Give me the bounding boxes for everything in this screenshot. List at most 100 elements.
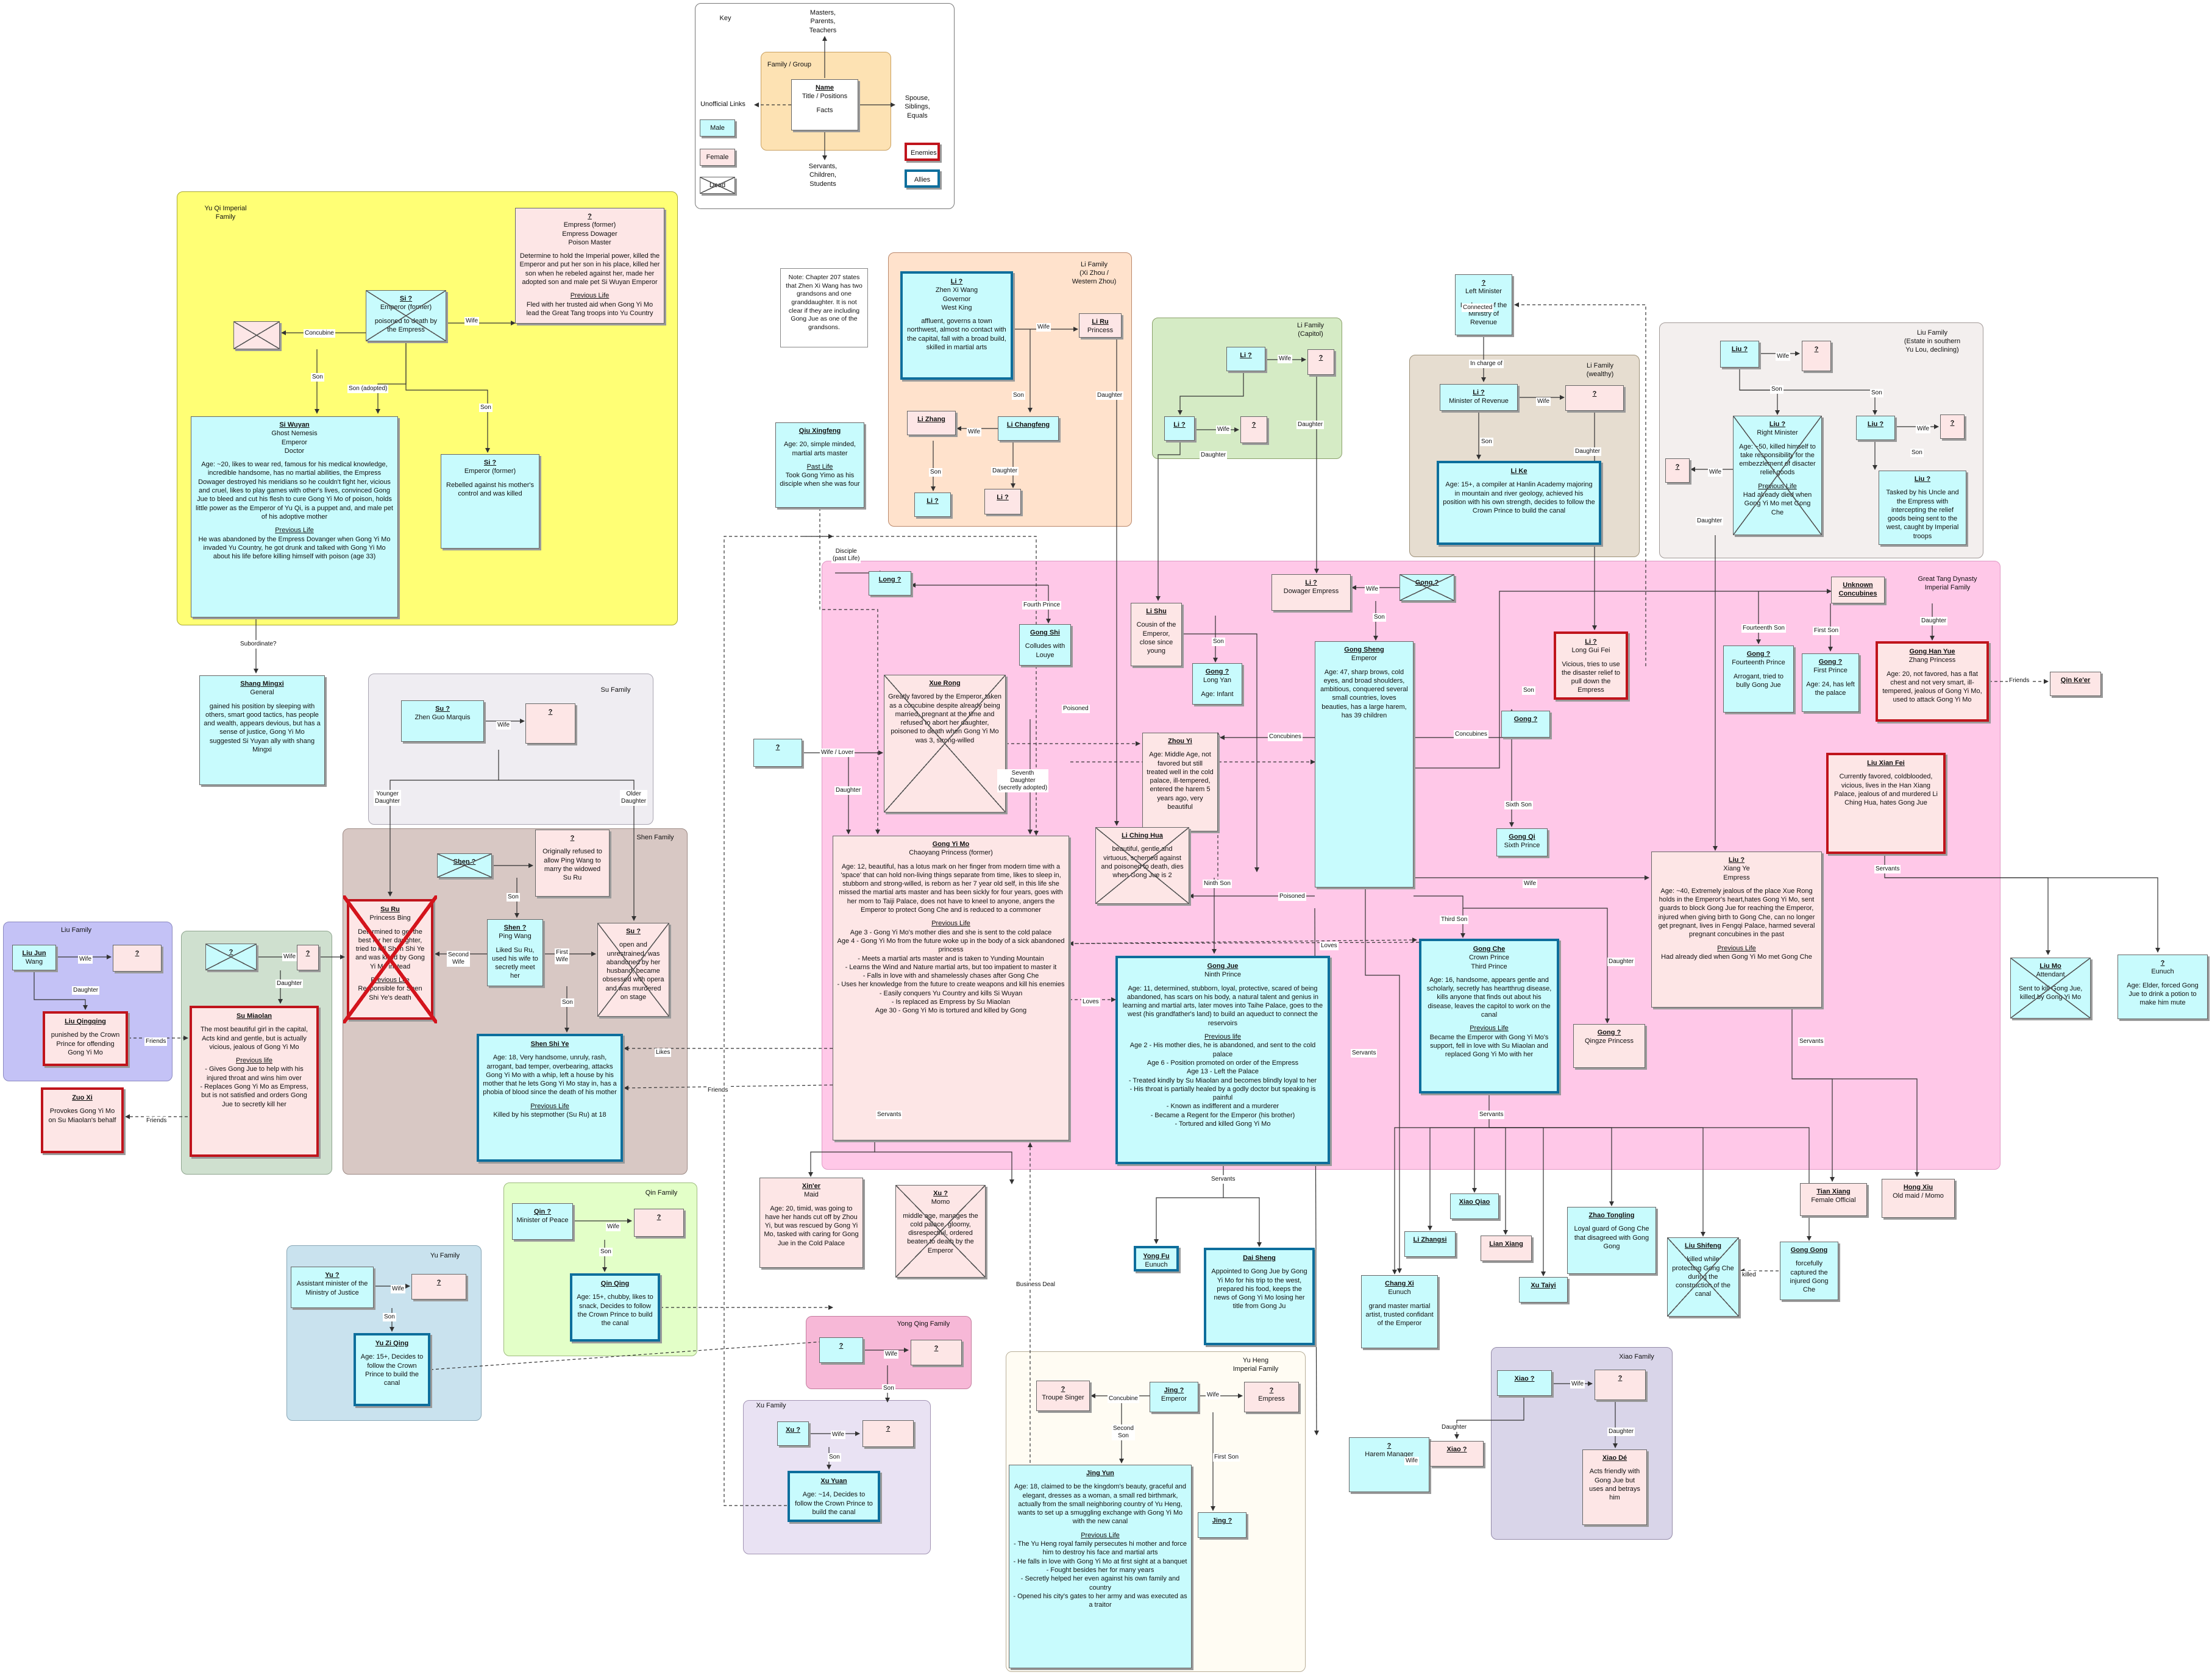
- person-facts: Tasked by his Uncle and the Empress with…: [1886, 489, 1959, 540]
- person-name: Gong Han Yue: [1909, 648, 1955, 655]
- relation-label-wife: Wife: [78, 955, 93, 964]
- person-name: ?: [1814, 346, 1819, 353]
- person-name: Liu Qingqing: [65, 1018, 106, 1025]
- person-su-younger: Su ?open and unrestrained, was abandoned…: [597, 923, 669, 1017]
- person-name: Gong Sheng: [1344, 646, 1384, 653]
- person-previous-life-heading: Previous Life: [1081, 1531, 1120, 1539]
- person-title: Long Yan: [1203, 677, 1232, 685]
- person-name: Li ?: [1473, 389, 1485, 396]
- person-name: Gong Qi: [1509, 833, 1535, 841]
- person-previous-life-text: Became the Emperor with Gong Yi Mo's sup…: [1429, 1033, 1549, 1059]
- person-title: Ping Wang: [499, 933, 532, 941]
- person-name: Jing ?: [1164, 1387, 1184, 1394]
- person-name: ?: [436, 1279, 441, 1286]
- person-title: Assistant minister of the Ministry of Ju…: [296, 1280, 368, 1296]
- person-facts: Age: 15+, a compiler at Hanlin Academy m…: [1443, 481, 1595, 515]
- person-facts: killed while protecting Gong Che during …: [1672, 1256, 1734, 1298]
- group-tang-label: Great Tang Dynasty Imperial Family: [1918, 575, 1977, 591]
- relation-label-seventh-daughter: Seventh Daughter (secretly adopted): [997, 769, 1049, 792]
- relation-label-son: Son: [507, 893, 520, 902]
- person-su-wife: ?: [525, 703, 575, 744]
- person-facts: Sent to kill Gong Jue, killed by Gong Yi…: [2018, 984, 2083, 1001]
- person-previous-life-heading: Previous Life: [931, 920, 970, 928]
- person-xiao-qiao: Xiao Qiao: [1450, 1193, 1499, 1219]
- person-name: Yu ?: [325, 1271, 340, 1279]
- person-facts: Age: 15+, Decides to follow the Crown Pr…: [360, 1353, 424, 1387]
- group-liwealth-label: Li Family (wealthy): [1586, 362, 1614, 378]
- person-facts: forcefully captured the injured Gong Che: [1790, 1260, 1829, 1294]
- person-title: Empress (former) Empress Dowager Poison …: [562, 221, 617, 246]
- person-name: ?: [839, 1342, 844, 1350]
- person-name: ?: [886, 1425, 891, 1432]
- relation-label-concubine: Concubine: [304, 329, 335, 338]
- person-title: Long Gui Fei: [1571, 647, 1610, 655]
- relation-label-younger-daughter: Younger Daughter: [374, 790, 402, 806]
- person-name: Li Ching Hua: [1122, 832, 1163, 839]
- person-gong-qingze: Gong ?Qingze Princess: [1573, 1024, 1645, 1068]
- person-liu-head-wife: ?: [1802, 341, 1831, 371]
- key-dead: Dead: [700, 177, 735, 194]
- person-title: Fourteenth Prince: [1732, 659, 1785, 667]
- group-yuheng-label: Yu Heng Imperial Family: [1232, 1357, 1279, 1373]
- relation-label-daughter: Daughter: [1200, 451, 1228, 460]
- person-title: Emperor (former): [380, 304, 432, 311]
- person-name: Su ?: [626, 928, 641, 935]
- person-previous-life-text: Killed by his stepmother (Su Ru) at 18: [493, 1111, 606, 1119]
- person-name: Su ?: [435, 705, 450, 713]
- person-name: ?: [1592, 390, 1597, 397]
- person-name: Liu Mo: [2040, 962, 2061, 970]
- person-name: Gong Shi: [1030, 629, 1060, 636]
- person-yu-wife: ?: [411, 1274, 466, 1300]
- relation-label-wife: Wife: [1536, 397, 1551, 406]
- person-title: Wang: [25, 958, 43, 966]
- person-name: Jing ?: [1212, 1517, 1232, 1524]
- person-name: Zhao Tongling: [1588, 1212, 1635, 1219]
- person-name: Li Shu: [1146, 608, 1167, 615]
- person-facts: Age: 18, claimed to be the kingdom's bea…: [1014, 1483, 1186, 1526]
- person-name: ?: [548, 708, 553, 716]
- person-name: Xu Taiyi: [1531, 1282, 1556, 1289]
- person-title: Sixth Prince: [1504, 842, 1540, 850]
- person-shen-head-wife: ?Originally refused to allow Ping Wang t…: [535, 830, 610, 897]
- relation-label-friends: Friends: [145, 1117, 168, 1125]
- person-title: Xiang Ye Empress: [1723, 865, 1750, 881]
- person-facts: Age: ~14, Decides to follow the Crown Pr…: [795, 1491, 873, 1516]
- relation-label-son: Son: [383, 1313, 396, 1321]
- relation-label-wife: Wife: [967, 428, 981, 436]
- person-name: Xue Rong: [929, 680, 961, 687]
- person-troupe-singer: ?Troupe Singer: [1036, 1381, 1090, 1411]
- person-name: Li Changfeng: [1006, 421, 1050, 429]
- person-name: ?: [1481, 279, 1486, 286]
- relation-label-son: Son: [929, 468, 942, 477]
- relation-label-servants: Servants: [1478, 1111, 1505, 1119]
- group-yu-label: Yu Family: [430, 1252, 460, 1259]
- person-name: Xu ?: [786, 1426, 800, 1434]
- person-name: Qin ?: [533, 1208, 552, 1215]
- person-facts: Vicious, tries to use the disaster relie…: [1562, 660, 1620, 694]
- relation-label-wife: Wife: [606, 1223, 621, 1231]
- person-name: Liu Jun: [22, 950, 46, 957]
- person-title: Eunuch: [1388, 1289, 1411, 1296]
- person-xu-taiyi: Xu Taiyi: [1519, 1277, 1568, 1303]
- person-name: Li ?: [950, 278, 963, 285]
- person-facts: Age: Middle Age, not favored but still t…: [1147, 751, 1214, 811]
- person-previous-life-text: Age 2 - His mother dies, he is abandoned…: [1128, 1042, 1317, 1128]
- person-previous-life-heading: Previous Life: [275, 527, 314, 535]
- relation-label-wife: Wife: [1036, 323, 1051, 332]
- person-facts: middle age, manages the cold palace, glo…: [903, 1212, 978, 1254]
- person-title: Attendant: [2036, 971, 2065, 979]
- key-title: Key: [719, 15, 731, 22]
- relation-label-son: Son: [561, 998, 574, 1007]
- relation-label-wife-lover: Wife / Lover: [820, 749, 855, 757]
- person-dowager: Li ?Dowager Empress: [1271, 574, 1351, 611]
- relation-label-likes: Likes: [655, 1048, 672, 1057]
